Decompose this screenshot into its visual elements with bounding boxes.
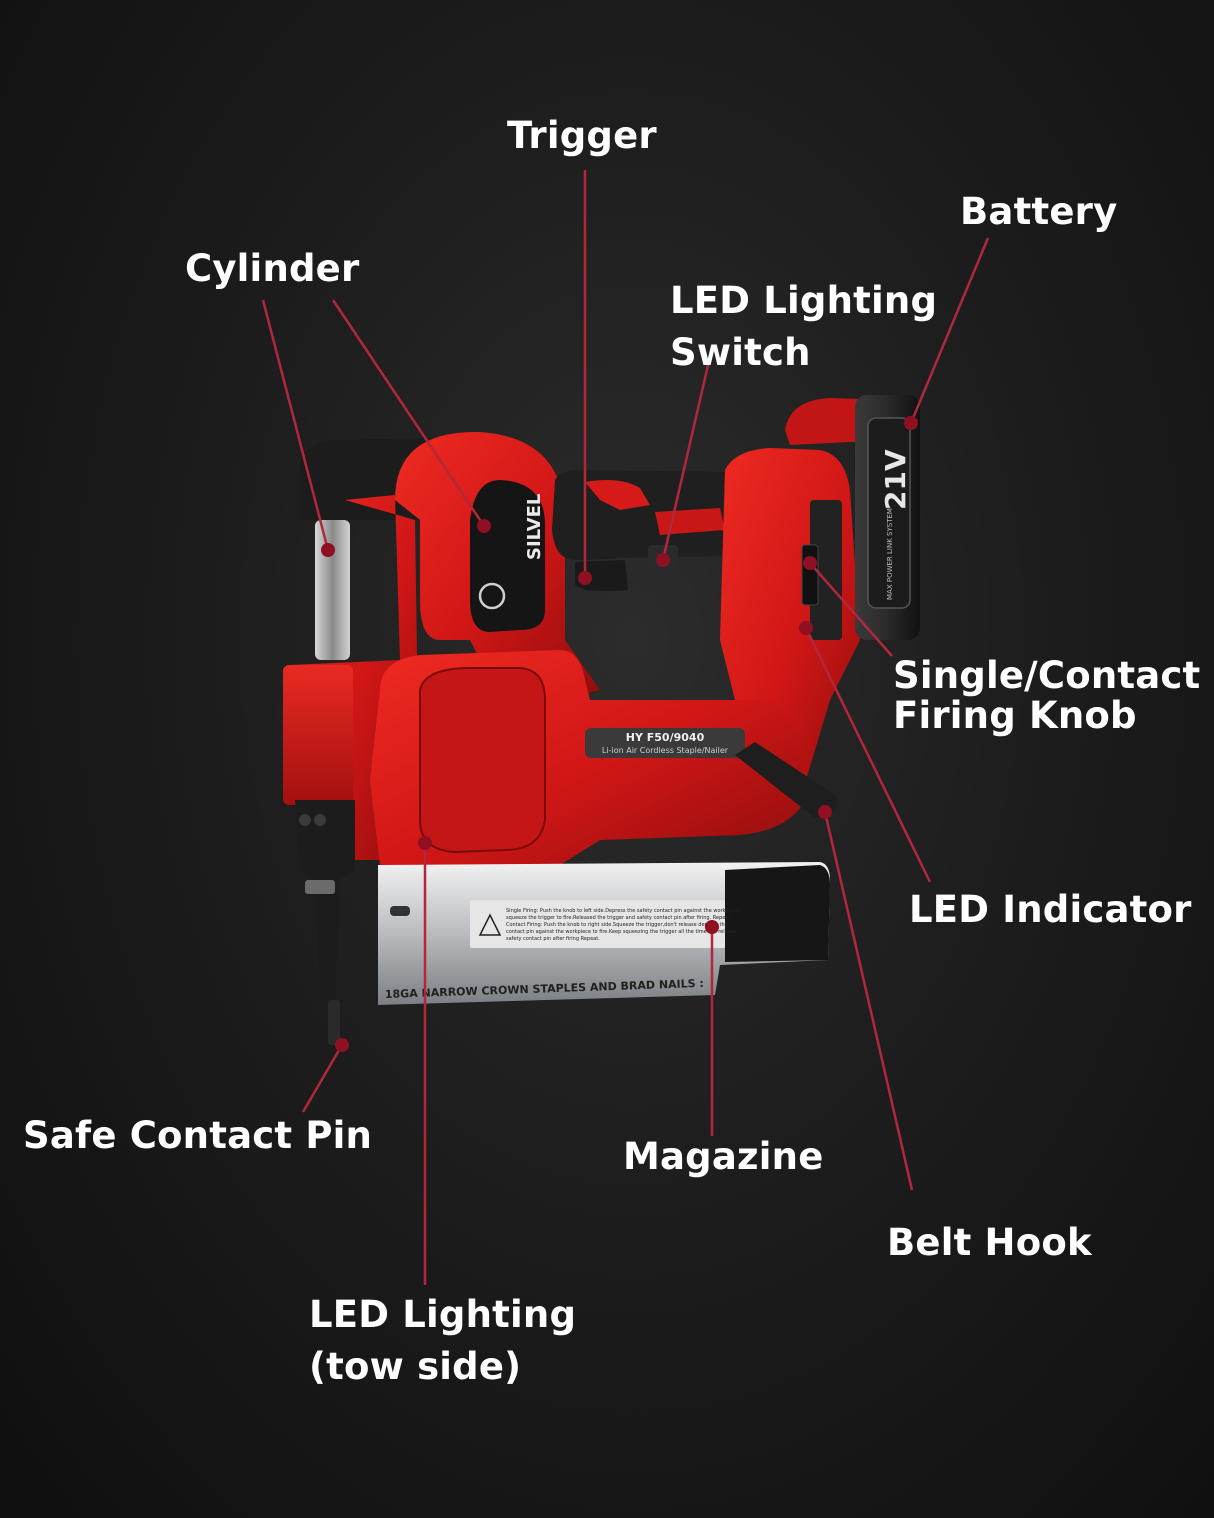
battery-side-text: MAX POWER LINK SYSTEM [886,508,894,600]
top-loop-inner [470,480,545,632]
leader-cylinder-1 [261,299,330,551]
leader-dots [321,416,918,1052]
brand-logo-text: SILVEL [524,494,545,560]
label-battery: Battery [960,190,1118,233]
magazine-warning-sticker [470,900,725,948]
battery-voltage-text: 21V [879,449,912,510]
brand-logo: SILVEL [478,494,545,610]
nose-block [295,800,355,1000]
belt-hook-shape [735,742,838,818]
model-text: HY F50/9040 [626,731,705,744]
label-trigger: Trigger [507,114,657,157]
label-firing-knob: Single/Contact Firing Knob [893,654,1201,737]
model-plate [585,728,745,758]
label-cylinder: Cylinder [185,247,360,290]
dot-led-switch [656,553,670,567]
leader-led-switch [661,347,714,561]
leader-cylinder-2 [331,299,486,527]
firing-knob [801,544,819,606]
nose-ring [305,880,335,894]
body-panel [419,667,546,854]
leader-safe-pin [301,1044,344,1113]
label-led-switch: LED Lighting Switch [670,279,938,374]
label-safe-pin: Safe Contact Pin [23,1114,373,1157]
warning-line-4: contact pin against the workpiece to fir… [506,929,736,935]
magazine-end-cap [725,865,830,962]
warning-line-5: safety contact pin after firing Repeat. [506,936,600,942]
warning-line-2: squeeze the trigger to fire.Released the… [506,915,732,921]
dot-magazine [705,920,719,934]
safe-contact-pin [328,1000,340,1045]
label-led-lighting: LED Lighting (tow side) [309,1293,577,1388]
dot-led-indicator [799,621,813,635]
dot-firing-knob [803,556,817,570]
leader-lines [261,170,990,1285]
dot-belt-hook [818,805,832,819]
battery-label-panel [867,417,911,609]
magazine-slot [390,906,410,916]
dot-led-lighting [418,836,432,850]
leader-led-indicator [804,627,932,883]
label-led-indicator: LED Indicator [909,888,1192,931]
dot-cylinder-2 [477,519,491,533]
leader-battery [909,237,990,424]
warning-line-1: Single Firing: Push the knob to left sid… [506,908,741,914]
model-desc-text: Li-ion Air Cordless Staple/Nailer [602,746,729,755]
warning-line-3: Contact Firing: Push the knob to right s… [506,922,728,928]
warning-triangle-icon [478,913,502,936]
dot-cylinder-1 [321,543,335,557]
cylinder-window [315,520,350,660]
label-magazine: Magazine [623,1135,824,1178]
firing-panel [810,500,842,640]
label-belt-hook: Belt Hook [887,1221,1092,1264]
dot-safe-pin [335,1038,349,1052]
leader-firing-knob [809,562,893,657]
dot-trigger [578,571,592,585]
rear-body-side [283,665,353,805]
leader-belt-hook [823,811,914,1191]
handle-red-insert [585,480,650,510]
dot-battery [904,416,918,430]
